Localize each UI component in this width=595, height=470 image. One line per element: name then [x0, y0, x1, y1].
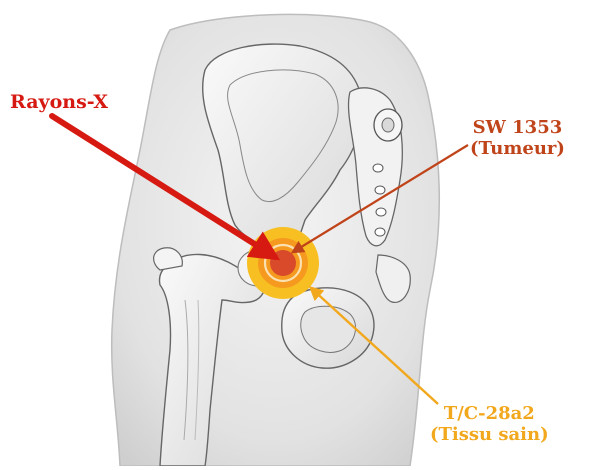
healthy-label: T/C-28a2 (Tissu sain)	[430, 404, 549, 445]
sacral-foramen	[375, 186, 385, 194]
sacral-foramen	[373, 164, 383, 172]
healthy-label-line1: T/C-28a2	[430, 404, 549, 425]
xray-label-text: Rayons-X	[10, 91, 108, 113]
xray-label: Rayons-X	[10, 92, 108, 114]
tumor-label-line2: (Tumeur)	[470, 139, 565, 160]
sacral-foramen	[376, 208, 386, 216]
tumor-label: SW 1353 (Tumeur)	[470, 118, 565, 159]
tumor-label-line1: SW 1353	[470, 118, 565, 139]
healthy-label-line2: (Tissu sain)	[430, 425, 549, 446]
sacral-foramen	[375, 228, 385, 236]
vertebra-hole	[382, 118, 394, 132]
